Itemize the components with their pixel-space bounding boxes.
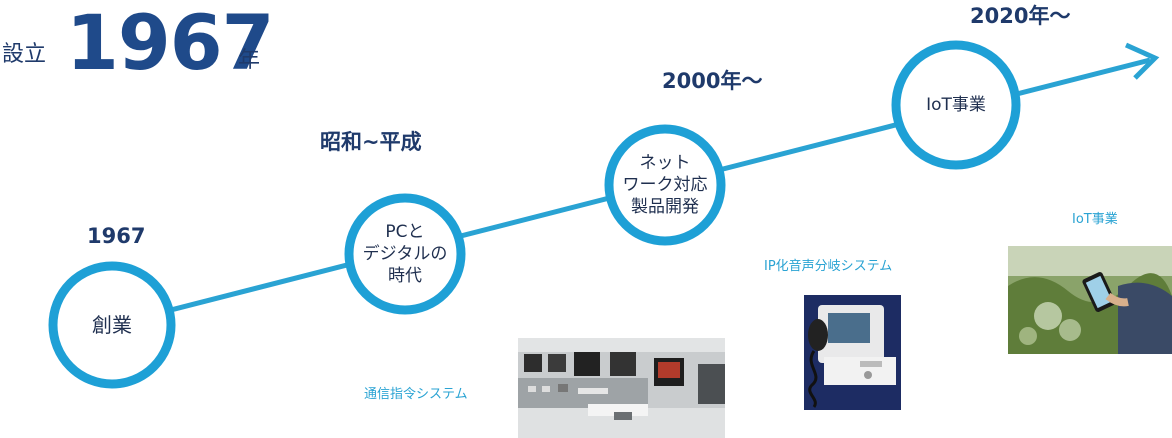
ip-audio-device-photo bbox=[804, 295, 901, 410]
caption-dispatch-system: 通信指令システム bbox=[364, 387, 468, 402]
caption-iot-business: IoT事業 bbox=[1072, 212, 1118, 227]
milestone-label-iot: IoT事業 bbox=[926, 95, 986, 115]
milestone-circle-pc-digital bbox=[344, 193, 466, 315]
milestone-label-pc-digital: PCと デジタルの 時代 bbox=[362, 222, 448, 286]
milestone-circle-founding bbox=[48, 261, 176, 389]
caption-ip-audio-system: IP化音声分岐システム bbox=[764, 259, 893, 274]
era-label-2000: 2000年～ bbox=[662, 69, 763, 93]
timeline-arrowhead bbox=[1124, 42, 1160, 80]
iot-greenhouse-photo bbox=[1008, 246, 1172, 354]
milestone-circle-network bbox=[604, 124, 726, 246]
era-label-showa-heisei: 昭和~平成 bbox=[320, 130, 422, 154]
milestone-label-network: ネット ワーク対応 製品開発 bbox=[622, 153, 708, 217]
founded-suffix: 年 bbox=[238, 48, 261, 73]
milestone-label-founding: 創業 bbox=[92, 313, 132, 337]
dispatch-console-photo bbox=[518, 338, 725, 438]
era-label-2020: 2020年～ bbox=[970, 4, 1071, 28]
founded-prefix: 設立 bbox=[2, 42, 47, 67]
milestone-circle-iot bbox=[891, 40, 1021, 170]
era-label-1967: 1967 bbox=[87, 224, 146, 248]
founded-year: 1967 bbox=[66, 0, 275, 87]
